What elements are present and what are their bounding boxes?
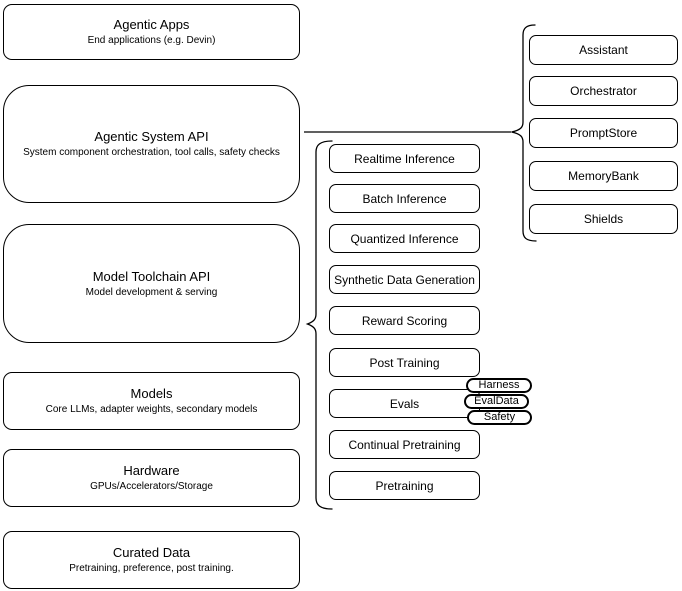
component-promptstore: PromptStore xyxy=(529,118,678,148)
eval-tag-harness: Harness xyxy=(466,378,532,393)
layer-subtitle: Pretraining, preference, post training. xyxy=(69,563,234,574)
toolchain-item-label: Post Training xyxy=(369,355,440,370)
component-label: Orchestrator xyxy=(570,84,637,98)
layer-agentic-apps: Agentic Apps End applications (e.g. Devi… xyxy=(3,4,300,60)
component-assistant: Assistant xyxy=(529,35,678,65)
component-label: Assistant xyxy=(579,43,628,57)
component-shields: Shields xyxy=(529,204,678,234)
toolchain-item-reward-scoring: Reward Scoring xyxy=(329,306,480,335)
layer-models: Models Core LLMs, adapter weights, secon… xyxy=(3,372,300,430)
component-orchestrator: Orchestrator xyxy=(529,76,678,106)
eval-tag-evaldata: EvalData xyxy=(464,394,529,409)
layer-curated-data: Curated Data Pretraining, preference, po… xyxy=(3,531,300,589)
toolchain-item-label: Synthetic Data Generation xyxy=(334,272,475,287)
layer-subtitle: Model development & serving xyxy=(85,286,218,298)
toolchain-item-evals: Evals xyxy=(329,389,480,418)
component-label: PromptStore xyxy=(569,126,638,140)
layer-subtitle: End applications (e.g. Devin) xyxy=(87,35,216,46)
toolchain-item-label: Quantized Inference xyxy=(350,231,459,246)
component-label: MemoryBank xyxy=(568,169,639,183)
toolchain-item-label: Pretraining xyxy=(375,478,434,493)
toolchain-item-label: Reward Scoring xyxy=(361,313,448,328)
layer-subtitle: Core LLMs, adapter weights, secondary mo… xyxy=(45,404,258,415)
toolchain-item-realtime-inference: Realtime Inference xyxy=(329,144,480,173)
layer-model-toolchain-api: Model Toolchain API Model development & … xyxy=(3,224,300,343)
layer-title: Agentic System API xyxy=(94,129,209,144)
layer-title: Models xyxy=(130,386,173,401)
toolchain-item-post-training: Post Training xyxy=(329,348,480,377)
layer-agentic-system-api: Agentic System API System component orch… xyxy=(3,85,300,203)
layer-title: Model Toolchain API xyxy=(92,268,211,284)
layer-title: Curated Data xyxy=(112,545,191,560)
layer-title: Hardware xyxy=(123,463,180,478)
layer-subtitle: System component orchestration, tool cal… xyxy=(23,147,280,158)
toolchain-item-continual-pretraining: Continual Pretraining xyxy=(329,430,480,459)
toolchain-item-quantized-inference: Quantized Inference xyxy=(329,224,480,253)
layer-subtitle: GPUs/Accelerators/Storage xyxy=(90,481,213,492)
toolchain-item-synthetic-data-generation: Synthetic Data Generation xyxy=(329,265,480,294)
component-memorybank: MemoryBank xyxy=(529,161,678,191)
eval-tag-safety: Safety xyxy=(467,410,532,425)
component-label: Shields xyxy=(583,212,624,226)
toolchain-item-pretraining: Pretraining xyxy=(329,471,480,500)
toolchain-item-label: Continual Pretraining xyxy=(348,437,461,452)
layer-title: Agentic Apps xyxy=(113,17,190,32)
toolchain-item-label: Evals xyxy=(389,396,420,411)
toolchain-item-label: Realtime Inference xyxy=(354,151,455,166)
toolchain-item-label: Batch Inference xyxy=(362,191,447,206)
layer-hardware: Hardware GPUs/Accelerators/Storage xyxy=(3,449,300,507)
toolchain-item-batch-inference: Batch Inference xyxy=(329,184,480,213)
